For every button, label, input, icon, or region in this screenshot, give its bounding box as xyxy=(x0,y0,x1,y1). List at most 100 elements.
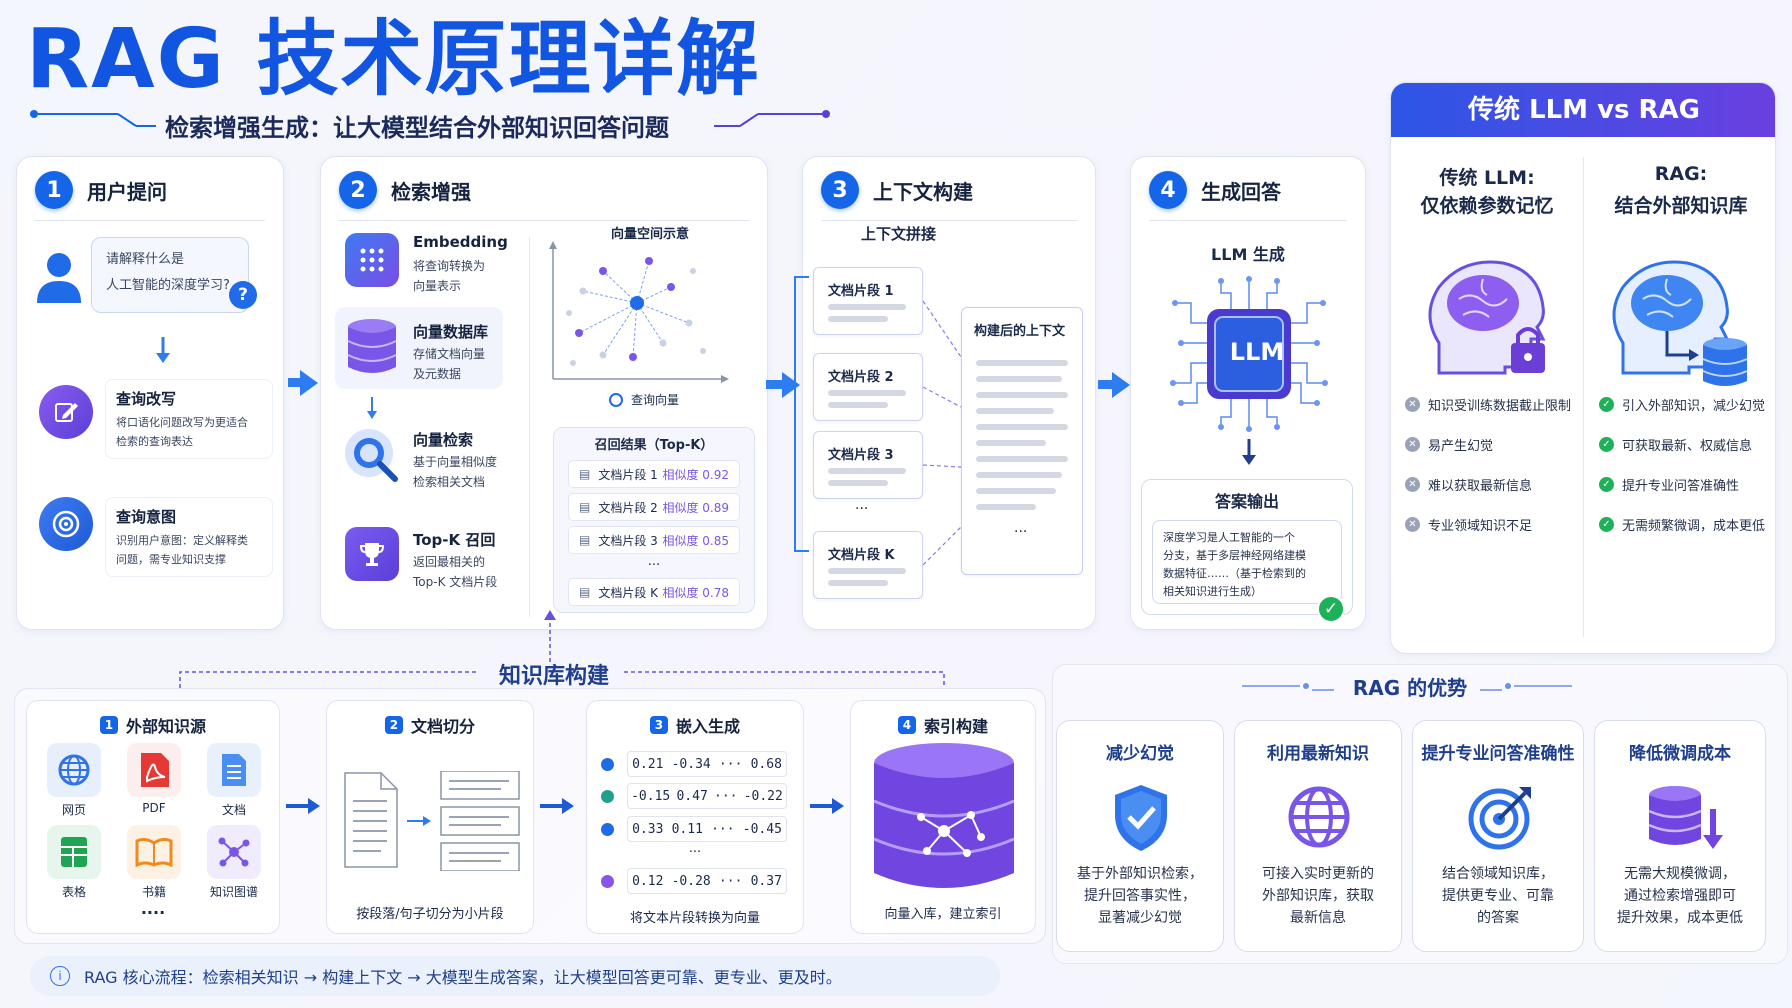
vector-dot xyxy=(601,758,614,771)
kb-arrow-2 xyxy=(540,798,574,814)
kb-step-number: 2 xyxy=(384,716,403,734)
vector-value: ··· xyxy=(711,821,735,837)
llm-limit-item: ✕ 专业领域知识不足 xyxy=(1405,515,1532,534)
page-title: RAG 技术原理详解 xyxy=(26,12,761,107)
compare-divider xyxy=(1583,157,1584,637)
advantage-line: 基于外部知识检索， xyxy=(1077,866,1203,882)
magnifier-icon xyxy=(345,429,398,482)
advantage-line: 无需大规模微调， xyxy=(1624,866,1736,882)
step4-number: 4 xyxy=(1149,171,1187,209)
brain-database-icon xyxy=(1612,260,1748,386)
llm-vs-rag-panel: 传统 LLM vs RAG 传统 LLM: 仅依赖参数记忆 RAG: 结合外部知… xyxy=(1390,82,1776,654)
advantages-right-decoration xyxy=(1480,683,1572,691)
advantages-title: RAG 的优势 xyxy=(1352,676,1468,700)
result-sim: 相似度 0.92 xyxy=(662,467,729,482)
advantage-line: 外部知识库，获取 xyxy=(1262,888,1374,904)
llm-limit-text: 知识受训练数据截止限制 xyxy=(1428,399,1572,414)
question-mark-icon: ? xyxy=(229,281,257,309)
doc-icon: ▤ xyxy=(579,533,591,547)
check-icon: ✓ xyxy=(1599,517,1614,532)
advantage-card: 利用最新知识 可接入实时更新的外部知识库，获取最新信息 xyxy=(1234,720,1402,952)
check-icon: ✓ xyxy=(1599,397,1614,412)
brain-lock-icon xyxy=(1428,260,1546,375)
rag-benefit-item: ✓可获取最新、权威信息 xyxy=(1599,435,1752,454)
llm-limit-item: ✕易产生幻觉 xyxy=(1405,435,1493,454)
subtitle-left-decoration xyxy=(30,110,156,127)
result-name: 文档片段 2 xyxy=(598,500,658,515)
vector-value: 0.33 xyxy=(632,821,664,837)
vector-value: ··· xyxy=(718,873,743,889)
kb-sources-title: 外部知识源 xyxy=(125,717,206,736)
step1-number: 1 xyxy=(35,171,73,209)
spreadsheet-icon xyxy=(47,825,101,879)
vector-ellipsis: ... xyxy=(688,841,702,856)
advantage-title: 提升专业问答准确性 xyxy=(1421,744,1575,764)
intent-box: 查询意图 识别用户意图：定义解释类 问题，需专业知识支撑 xyxy=(105,497,273,577)
answer-output-box: 答案输出 深度学习是人工智能的一个 分支，基于多层神经网络建模 数据特征……（基… xyxy=(1141,479,1353,615)
result-sim: 相似度 0.78 xyxy=(662,585,729,600)
x-icon: ✕ xyxy=(1405,437,1420,452)
rag-benefit-item: ✓引入外部知识，减少幻觉 xyxy=(1599,395,1765,414)
topk-title: Top-K 召回 xyxy=(413,531,496,549)
query-vector-label: 查询向量 xyxy=(631,393,680,407)
context-doc-label: 文档片段 K xyxy=(828,548,895,563)
x-icon: ✕ xyxy=(1405,517,1420,532)
database-icon xyxy=(347,319,397,373)
result-sim: 相似度 0.85 xyxy=(662,533,729,548)
step4-title: 生成回答 xyxy=(1201,179,1281,204)
vector-value: ··· xyxy=(718,756,743,772)
vdb-desc-1: 存储文档向量 xyxy=(413,347,486,361)
vector-space-plot xyxy=(549,241,729,383)
rag-title-1: RAG: xyxy=(1654,163,1708,185)
advantages-left-decoration xyxy=(1242,683,1334,691)
edit-icon xyxy=(39,385,93,439)
footer-text: RAG 核心流程：检索相关知识 → 构建上下文 → 大模型生成答案，让大模型回答… xyxy=(84,968,842,987)
document-icon xyxy=(207,743,261,797)
llm-limit-item: ✕知识受训练数据截止限制 xyxy=(1405,395,1571,414)
rag-benefit-item: ✓ 无需频繁微调，成本更低 xyxy=(1599,515,1765,534)
rag-benefit-text: 无需频繁微调，成本更低 xyxy=(1622,519,1766,534)
context-doc-label: 文档片段 2 xyxy=(828,370,894,385)
context-connectors xyxy=(923,300,962,566)
doc-icon: ▤ xyxy=(579,467,591,481)
step2-title: 检索增强 xyxy=(391,179,471,204)
vector-value: -0.22 xyxy=(743,788,783,804)
vdb-desc-2: 及元数据 xyxy=(413,367,462,381)
answer-line: 深度学习是人工智能的一个 xyxy=(1163,531,1295,544)
topk-desc-2: Top-K 文档片段 xyxy=(413,575,498,589)
globe-icon xyxy=(1288,786,1350,848)
vector-value: -0.15 xyxy=(631,788,671,804)
footer-summary-bar: i RAG 核心流程：检索相关知识 → 构建上下文 → 大模型生成答案，让大模型… xyxy=(30,956,1000,996)
result-name: 文档片段 K xyxy=(598,585,659,600)
step1-title: 用户提问 xyxy=(87,179,167,204)
answer-line: 相关知识进行生成） xyxy=(1163,585,1262,598)
answer-line: 数据特征……（基于检索到的 xyxy=(1163,567,1306,580)
concat-label: 上下文拼接 xyxy=(861,225,937,243)
built-context-ellipsis: ... xyxy=(1014,520,1028,536)
down-arrow-small-icon xyxy=(367,397,377,419)
llm-limit-text: 专业领域知识不足 xyxy=(1428,519,1533,534)
doc-icon: ▤ xyxy=(579,500,591,514)
sources-more: .... xyxy=(140,899,166,918)
results-title: 召回结果（Top-K） xyxy=(594,438,714,453)
embedding-title: Embedding xyxy=(413,233,508,251)
flow-arrow-2 xyxy=(766,380,784,389)
chunk-illustration xyxy=(344,771,520,871)
user-icon xyxy=(37,253,81,303)
advantage-line: 提升效果，成本更低 xyxy=(1617,910,1743,926)
llm-title-2: 仅依赖参数记忆 xyxy=(1420,195,1554,217)
kb-embed-title: 嵌入生成 xyxy=(675,717,740,736)
kb-arrow-3 xyxy=(810,798,844,814)
advantage-line: 可接入实时更新的 xyxy=(1262,866,1374,882)
vector-value: 0.47 xyxy=(676,788,708,804)
vector-dot xyxy=(601,875,614,888)
result-name: 文档片段 3 xyxy=(598,533,658,548)
answer-line: 分支，基于多层神经网络建模 xyxy=(1163,549,1306,562)
source-label: 表格 xyxy=(61,885,86,899)
check-icon: ✓ xyxy=(1317,595,1345,623)
rewrite-title: 查询改写 xyxy=(116,390,177,408)
